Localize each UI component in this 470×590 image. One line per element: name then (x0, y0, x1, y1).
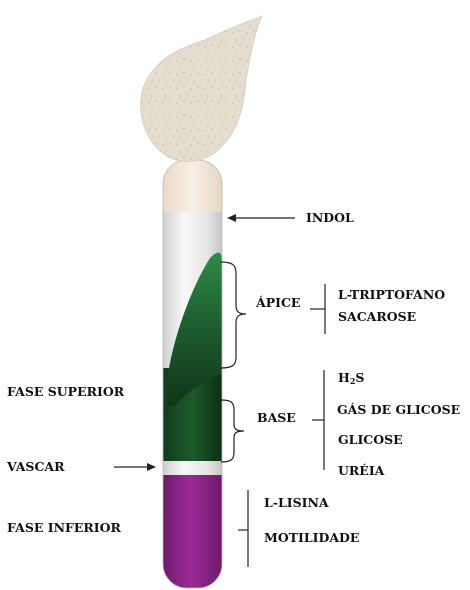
label-apice: ÁPICE (256, 297, 300, 310)
label-h2s-h: H (338, 370, 350, 385)
cotton-swab (141, 16, 262, 162)
label-indol: INDOL (306, 212, 354, 225)
purple-lower-phase (163, 475, 222, 590)
label-motilidade: MOTILIDADE (264, 532, 359, 545)
bracket-lines (238, 284, 325, 567)
label-base: BASE (257, 412, 296, 425)
label-h2s: H2S (338, 372, 364, 385)
label-l-lisina: L-LISINA (264, 497, 329, 510)
vascar-arrow (114, 463, 156, 471)
label-fase-inferior: FASE INFERIOR (7, 522, 121, 535)
label-h2s-s: S (355, 370, 364, 385)
culture-tube (163, 150, 222, 590)
indol-arrow (227, 214, 295, 222)
label-glicose: GLICOSE (338, 434, 403, 447)
label-sacarose: SACAROSE (338, 311, 416, 324)
vascar-gap (163, 461, 222, 476)
label-vascar: VASCAR (7, 461, 65, 474)
label-l-triptofano: L-TRIPTOFANO (338, 289, 445, 302)
label-fase-superior: FASE SUPERIOR (7, 386, 124, 399)
label-ureia: URÉIA (338, 465, 384, 478)
apice-brace (221, 262, 246, 368)
base-brace (221, 400, 244, 462)
label-gas-de-glicose: GÁS DE GLICOSE (337, 404, 460, 417)
